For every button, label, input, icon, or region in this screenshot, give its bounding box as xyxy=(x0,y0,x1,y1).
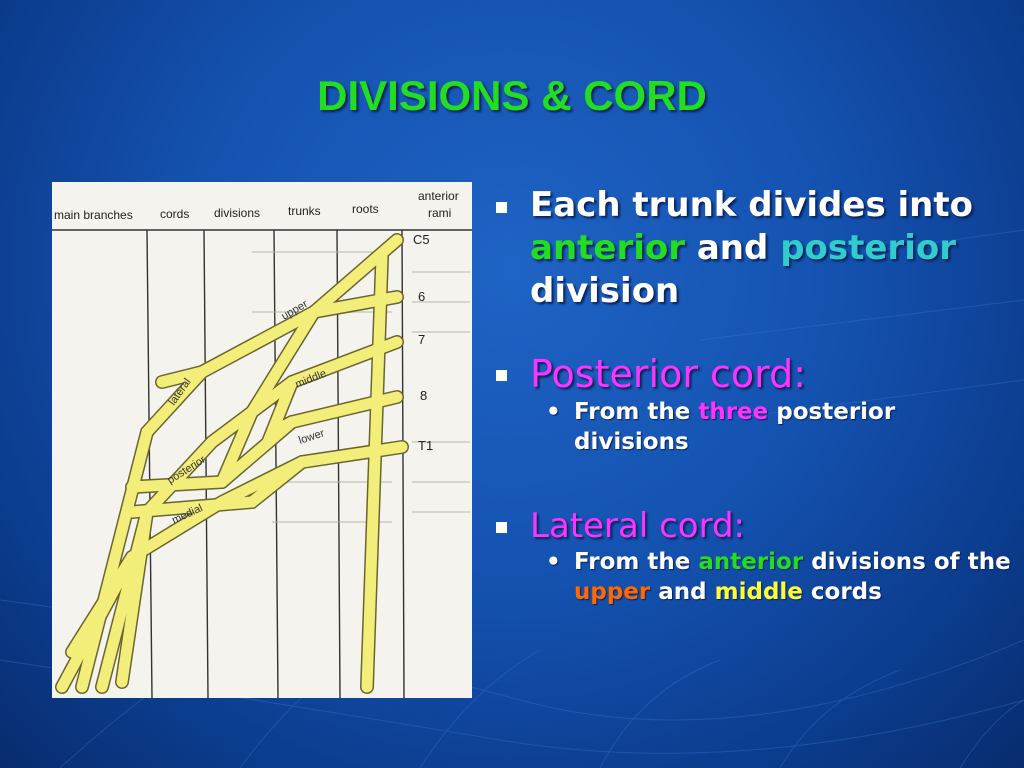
bullet-trunk-divides: Each trunk divides into anterior and pos… xyxy=(492,184,1012,313)
bullet-lateral-cord: Lateral cord: xyxy=(492,505,1012,547)
text-segment: and xyxy=(650,579,715,605)
highlight-posterior: posterior xyxy=(780,228,956,268)
header-divisions: divisions xyxy=(214,206,260,220)
header-main-branches: main branches xyxy=(54,208,133,222)
dot-bullet-icon: • xyxy=(546,549,561,575)
highlight-three: three xyxy=(698,399,769,425)
header-anterior: anterior xyxy=(418,189,459,203)
highlight-upper: upper xyxy=(574,579,651,605)
root-label-t1: T1 xyxy=(418,438,433,453)
label-lower: lower xyxy=(297,427,326,447)
square-bullet-icon xyxy=(496,522,507,533)
text-segment: cords xyxy=(802,579,882,605)
root-label-c5: C5 xyxy=(413,232,430,247)
bullet-posterior-cord: Posterior cord: xyxy=(492,351,1012,397)
text-segment: posterior divisions xyxy=(574,399,896,455)
square-bullet-icon xyxy=(496,202,507,213)
sub-bullet-posterior-cord: • From the three posterior divisions xyxy=(492,397,1012,457)
slide-title: DIVISIONS & CORD xyxy=(317,72,707,119)
posterior-cord-heading: Posterior cord: xyxy=(530,352,807,396)
header-rami: rami xyxy=(428,206,451,220)
dot-bullet-icon: • xyxy=(546,399,561,425)
brachial-plexus-diagram: main branches cords divisions trunks roo… xyxy=(52,189,472,698)
text-segment: division xyxy=(530,271,680,311)
brachial-plexus-figure: main branches cords divisions trunks roo… xyxy=(52,182,472,698)
lateral-cord-heading: Lateral cord: xyxy=(530,506,746,546)
text-segment: Each trunk divides into xyxy=(530,185,973,225)
root-label-6: 6 xyxy=(418,289,425,304)
highlight-middle: middle xyxy=(714,579,803,605)
highlight-anterior: anterior xyxy=(698,549,804,575)
text-segment: divisions of the xyxy=(803,549,1011,575)
root-label-7: 7 xyxy=(418,332,425,347)
root-label-8: 8 xyxy=(420,388,427,403)
sub-bullet-lateral-cord: • From the anterior divisions of the upp… xyxy=(492,547,1012,607)
header-trunks: trunks xyxy=(288,204,321,218)
square-bullet-icon xyxy=(496,370,507,381)
header-roots: roots xyxy=(352,202,379,216)
highlight-anterior: anterior xyxy=(530,228,686,268)
text-segment: and xyxy=(685,228,781,268)
header-cords: cords xyxy=(160,207,189,221)
text-segment: From the xyxy=(574,399,699,425)
text-segment: From the xyxy=(574,549,699,575)
bullet-content: Each trunk divides into anterior and pos… xyxy=(492,184,1012,607)
